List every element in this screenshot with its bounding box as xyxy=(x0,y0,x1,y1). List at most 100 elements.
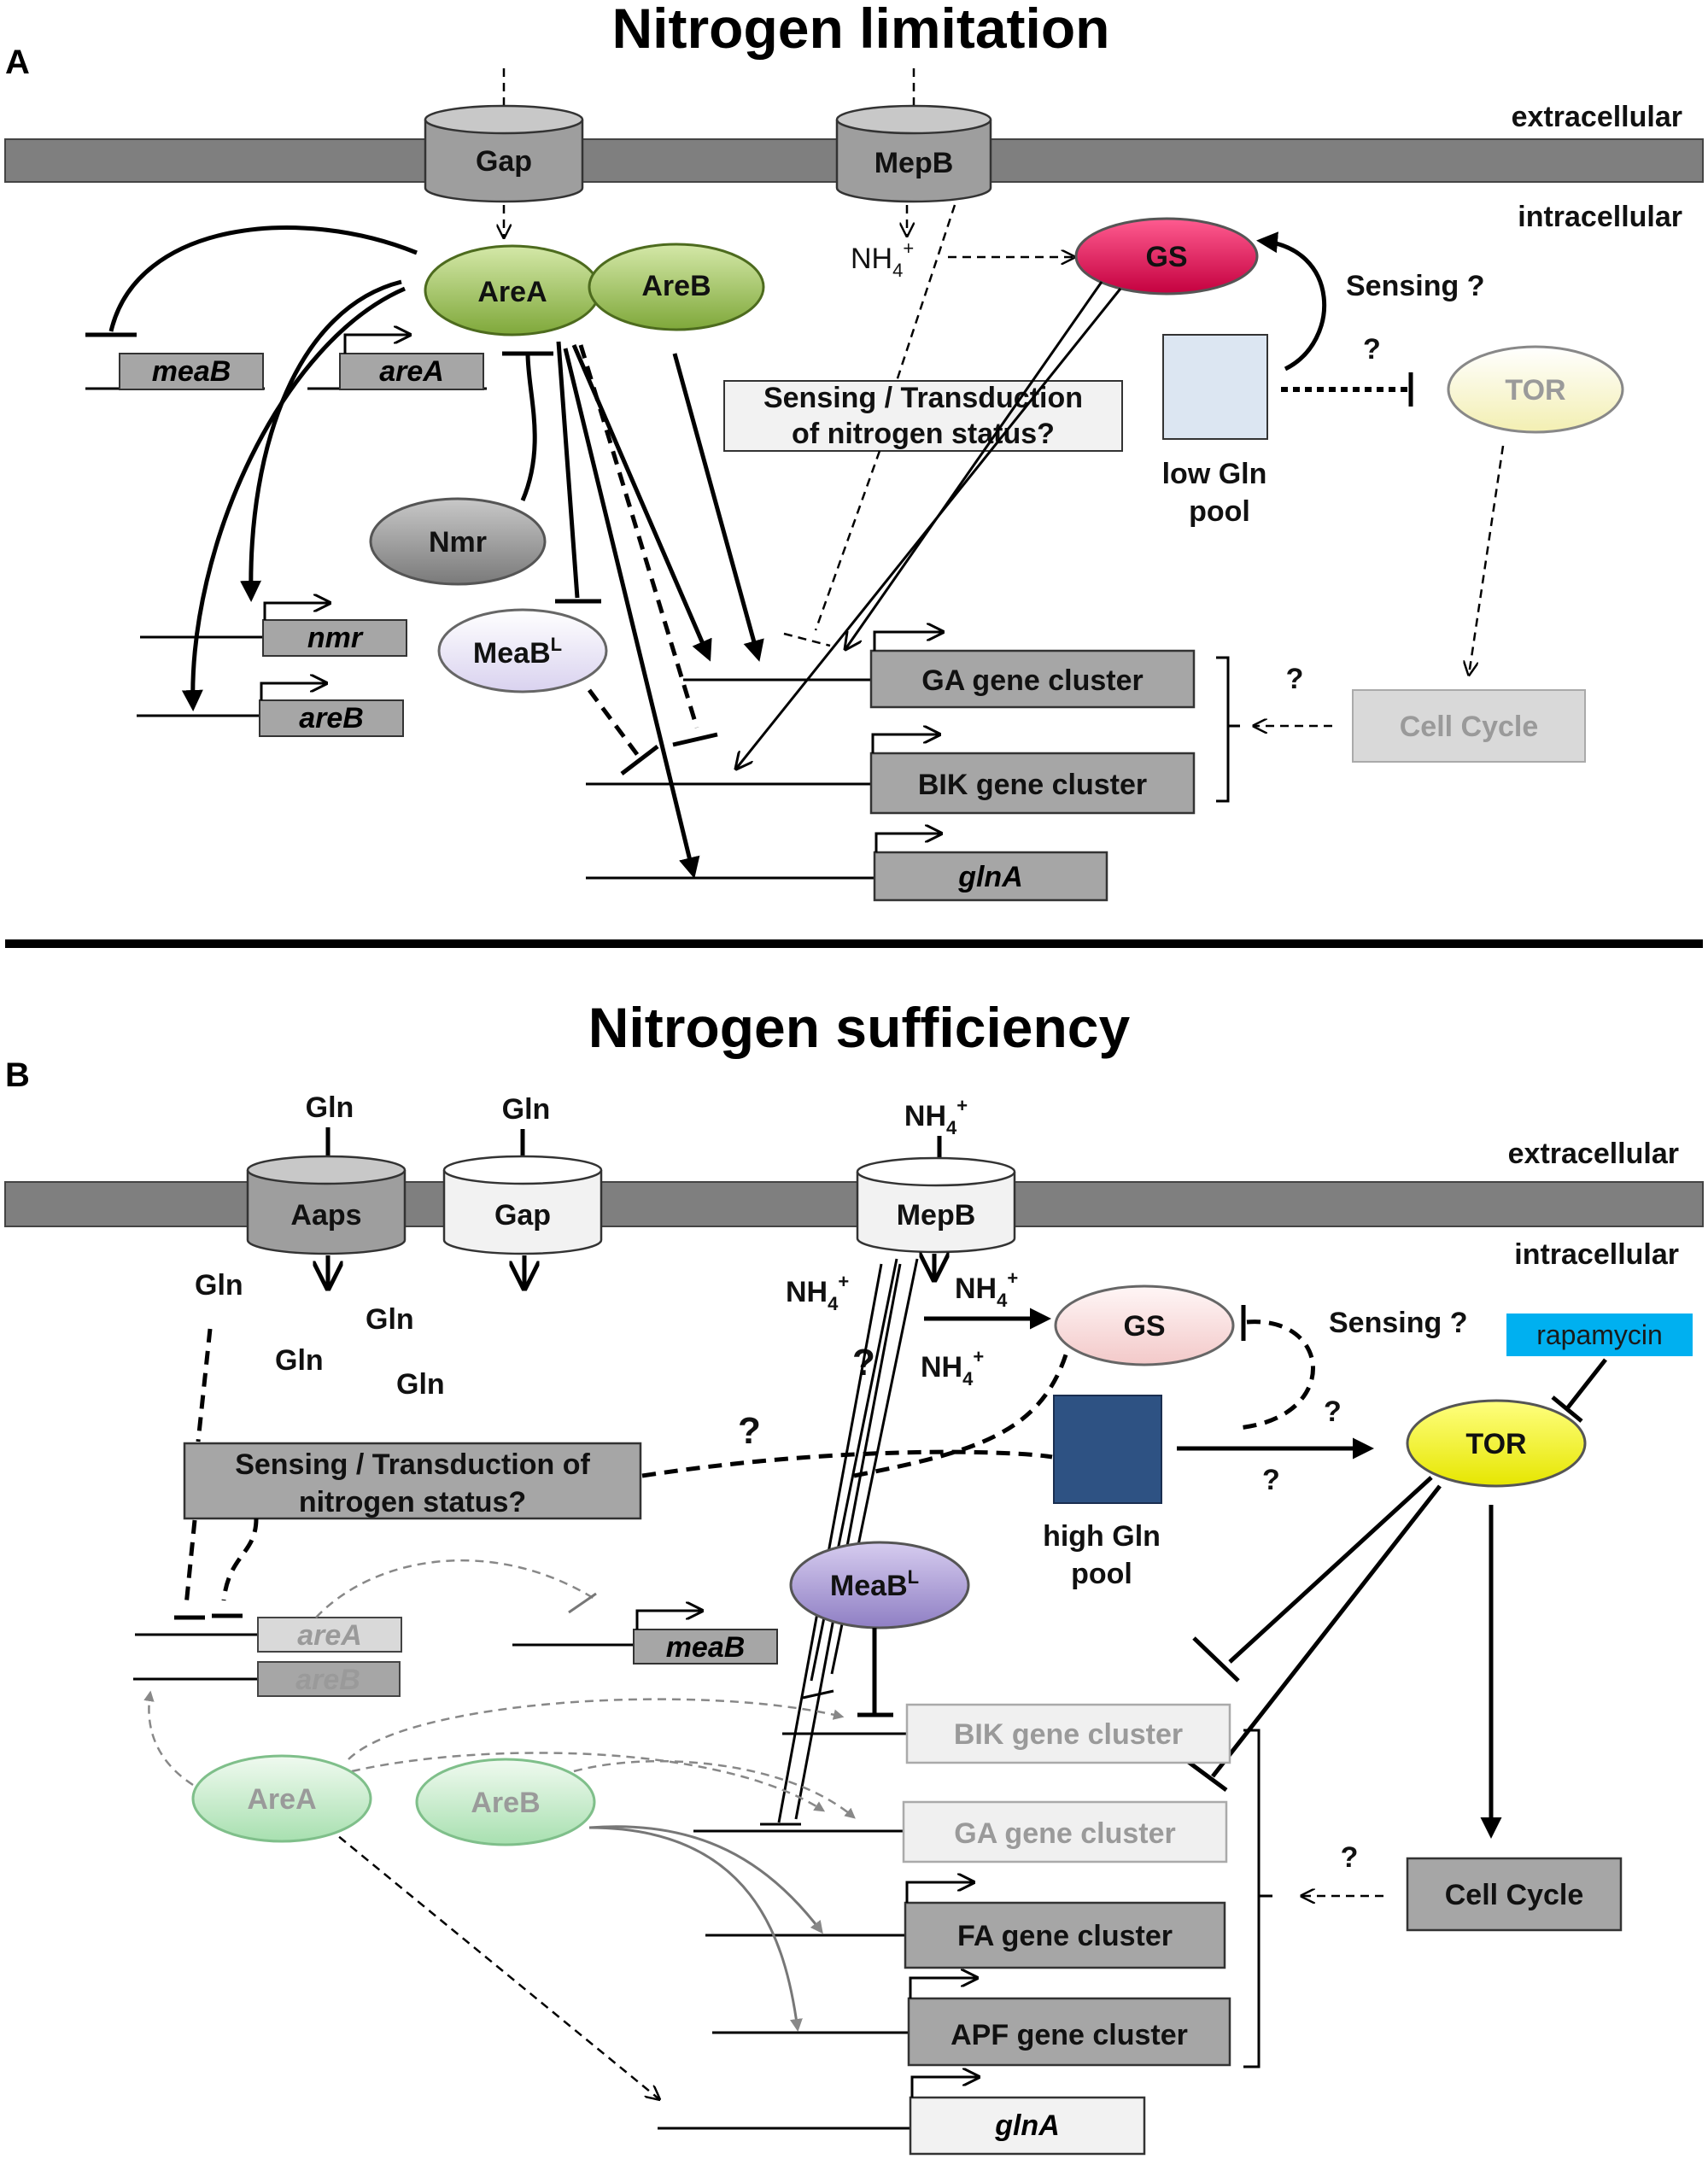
gln-gap-label: Gln xyxy=(502,1093,551,1126)
gln-aaps-label: Gln xyxy=(306,1091,354,1124)
apf-cluster-b xyxy=(907,1997,1231,2067)
gene-meab-a xyxy=(119,353,264,390)
extracellular-label-a: extracellular xyxy=(1512,101,1682,133)
meab-node-b xyxy=(789,1541,970,1629)
nh4-top-b: NH4+ xyxy=(904,1095,968,1138)
cell-cycle-box-b xyxy=(1406,1857,1623,1932)
intracellular-label-a: intracellular xyxy=(1518,201,1682,233)
tor-node-a xyxy=(1447,345,1624,434)
panel-b-title: Nitrogen sufficiency xyxy=(588,996,1131,1059)
gs-label-a: GS xyxy=(1145,241,1187,273)
transduction-b-line1: Sensing / Transduction of xyxy=(235,1448,590,1481)
transduction-question-b: ? xyxy=(738,1410,761,1452)
gln-scatter-4: Gln xyxy=(396,1368,445,1401)
gs-node-b xyxy=(1054,1284,1235,1366)
extracellular-label-b: extracellular xyxy=(1508,1138,1679,1170)
gene-area-a-label: areA xyxy=(379,355,444,388)
high-gln-line2: pool xyxy=(1071,1558,1132,1590)
gs-label-b: GS xyxy=(1123,1310,1165,1343)
bik-cluster-b-label: BIK gene cluster xyxy=(954,1718,1183,1751)
cluster-question-a: ? xyxy=(1286,663,1304,695)
transduction-b-line2: nitrogen status? xyxy=(299,1486,526,1518)
mepb-channel-b: NH4+ MepB xyxy=(856,1095,1016,1254)
mepb-label-b: MepB xyxy=(897,1199,976,1232)
gene-area-a xyxy=(339,353,484,390)
gene-nmr-a-label: nmr xyxy=(307,622,364,654)
gln-scatter-2: Gln xyxy=(366,1303,414,1336)
gap-label-a: Gap xyxy=(476,145,532,178)
transduction-a-line2: of nitrogen status? xyxy=(792,418,1055,450)
low-gln-pool xyxy=(1162,334,1268,440)
transduction-box-b xyxy=(183,1442,642,1520)
gap-channel-a: Gap xyxy=(424,68,584,203)
cluster-question-b: ? xyxy=(1341,1841,1359,1874)
meab-label-b: MeaBL xyxy=(830,1566,919,1602)
gene-meab-b xyxy=(633,1629,778,1665)
high-gln-line1: high Gln xyxy=(1043,1520,1161,1553)
gln-scatter-1: Gln xyxy=(195,1269,243,1302)
bik-cluster-b xyxy=(905,1703,1231,1764)
areb-label-a: AreB xyxy=(641,270,711,302)
panel-separator xyxy=(5,939,1703,948)
meab-node-a xyxy=(437,608,608,693)
areb-label-b: AreB xyxy=(471,1787,540,1819)
high-gln-pool xyxy=(1053,1395,1162,1504)
areb-node-a xyxy=(588,243,765,331)
nh4-left-b: NH4+ xyxy=(786,1271,849,1314)
nmr-node-a xyxy=(369,497,547,586)
sensing-question-a: ? xyxy=(1363,333,1381,366)
tor-node-b xyxy=(1406,1399,1587,1488)
gene-areb-a-label: areB xyxy=(299,702,364,734)
ga-cluster-b xyxy=(902,1800,1228,1864)
nmr-label-a: Nmr xyxy=(429,526,487,559)
fa-cluster-b-label: FA gene cluster xyxy=(957,1920,1173,1952)
glna-b-label: glnA xyxy=(994,2109,1060,2142)
ga-cluster-a-label: GA gene cluster xyxy=(921,664,1143,697)
low-gln-line1: low Gln xyxy=(1162,458,1267,490)
ga-cluster-a xyxy=(869,649,1196,709)
panel-b-letter: B xyxy=(5,1056,30,1094)
rapamycin-label: rapamycin xyxy=(1536,1319,1663,1350)
gene-area-b xyxy=(257,1617,402,1653)
cell-cycle-label-b: Cell Cycle xyxy=(1445,1879,1584,1911)
gln-tor-question: ? xyxy=(1262,1464,1280,1496)
area-label-a: AreA xyxy=(477,276,547,308)
panel-a-title: Nitrogen limitation xyxy=(612,0,1110,60)
ga-cluster-b-label: GA gene cluster xyxy=(954,1817,1175,1850)
nh4-label-a: NH4+ xyxy=(851,237,914,281)
apf-cluster-b-label: APF gene cluster xyxy=(951,2019,1188,2051)
mepb-label-a: MepB xyxy=(874,147,954,179)
sensing-label-a: Sensing ? xyxy=(1346,270,1484,302)
fa-cluster-b xyxy=(904,1901,1226,1969)
gs-node-a xyxy=(1074,217,1259,295)
cell-cycle-label-a: Cell Cycle xyxy=(1400,711,1539,743)
gene-meab-a-label: meaB xyxy=(152,355,231,388)
low-gln-line2: pool xyxy=(1189,495,1250,528)
rapamycin-box xyxy=(1506,1314,1693,1356)
glna-a-label: glnA xyxy=(957,861,1023,893)
sensing-label-b: Sensing ? xyxy=(1329,1307,1467,1339)
mepb-channel-a: MepB xyxy=(835,68,992,203)
glna-gene-b xyxy=(909,2096,1146,2156)
aaps-channel-b: Gln Aaps xyxy=(246,1091,407,1255)
gene-areb-b-label: areB xyxy=(295,1664,360,1696)
panel-a-letter: A xyxy=(5,44,30,81)
gene-nmr-a xyxy=(262,619,407,657)
glna-gene-a xyxy=(873,851,1108,902)
area-node-b xyxy=(191,1754,372,1843)
gene-area-b-label: areA xyxy=(297,1619,362,1652)
gap-label-b: Gap xyxy=(494,1199,551,1232)
tor-label-a: TOR xyxy=(1505,374,1565,407)
areb-node-b xyxy=(415,1758,596,1846)
bik-cluster-a-label: BIK gene cluster xyxy=(918,769,1147,801)
transduction-a-line1: Sensing / Transduction xyxy=(763,382,1083,414)
cell-cycle-box-a xyxy=(1352,689,1586,763)
area-label-b: AreA xyxy=(247,1783,316,1816)
tor-label-b: TOR xyxy=(1465,1428,1526,1460)
aaps-label: Aaps xyxy=(290,1199,361,1232)
gap-channel-b: Gln Gap xyxy=(442,1093,603,1255)
gln-scatter-3: Gln xyxy=(275,1344,324,1377)
gene-meab-b-label: meaB xyxy=(666,1631,746,1664)
intracellular-label-b: intracellular xyxy=(1514,1238,1679,1271)
